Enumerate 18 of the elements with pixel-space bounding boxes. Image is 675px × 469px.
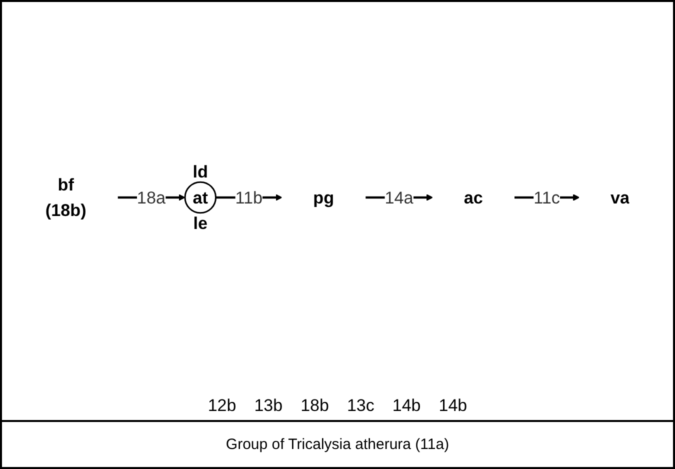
edge-label: 14a <box>384 187 414 207</box>
node-label: le <box>193 212 208 232</box>
label-text: 12b <box>208 396 236 416</box>
caption: Group of Tricalysia atherura (11a) <box>2 420 673 467</box>
label-text: 14b <box>392 396 421 416</box>
label-text: 18b <box>300 396 329 416</box>
edge-label: 18a <box>136 187 166 207</box>
edge-label: 11b <box>235 187 263 207</box>
node-label: ld <box>192 162 208 182</box>
label-text: 14b <box>438 396 468 416</box>
node-text: va <box>610 187 630 207</box>
label-text: 13c <box>346 396 374 416</box>
edge-label: 11c <box>534 187 560 207</box>
node-text: ac <box>464 187 483 207</box>
node-circle: at <box>184 180 217 214</box>
label-text: 13b <box>254 396 283 416</box>
node-text: pg <box>313 187 334 207</box>
node-text: bf (18b) <box>45 174 86 220</box>
